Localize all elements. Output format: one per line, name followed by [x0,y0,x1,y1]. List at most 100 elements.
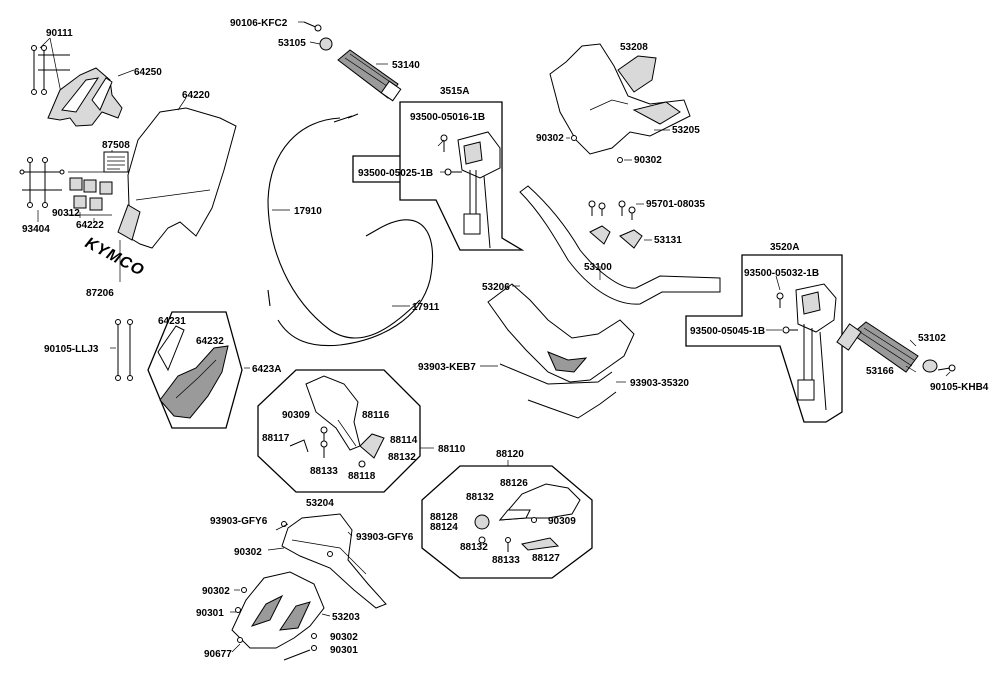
mirror-88126 [498,483,581,521]
label-90105-KHB4: 90105-KHB4 [930,382,989,393]
end-cap-53102 [922,359,938,373]
label-90105-LLJ3: 90105-LLJ3 [44,344,99,355]
label-90301-a: 90301 [196,608,224,619]
label-90302-e: 90302 [330,632,358,643]
bracket-64250 [47,67,123,127]
switch-housing-right [795,283,837,411]
label-90312: 90312 [52,208,80,219]
label-53203: 53203 [332,612,360,623]
label-95701-08035: 95701-08035 [646,199,705,210]
label-53205: 53205 [672,125,700,136]
bolts-95701 [588,200,636,220]
label-88116: 88116 [362,410,390,421]
label-64220: 64220 [182,90,210,101]
label-88132-c: 88132 [460,542,488,553]
grommets-64222 [68,171,113,216]
label-53206: 53206 [482,282,510,293]
handlebar-53100 [519,185,721,305]
label-88132-a: 88132 [388,452,416,463]
label-93500-05025-1B: 93500-05025-1B [358,168,433,179]
label-88128: 88128 [430,512,458,523]
label-3520A: 3520A [770,242,799,253]
label-53100: 53100 [584,262,612,273]
label-53105: 53105 [278,38,306,49]
label-93903-KEB7: 93903-KEB7 [418,362,476,373]
mirror-88116 [305,375,361,451]
label-90301-b: 90301 [330,645,358,656]
label-88127: 88127 [532,553,560,564]
label-90302-c: 90302 [234,547,262,558]
label-plate-87508 [103,151,129,173]
box-3515A [352,101,525,251]
label-53208: 53208 [620,42,648,53]
label-93500-05045-1B: 93500-05045-1B [690,326,765,337]
panel-53204 [281,513,387,609]
label-53102: 53102 [918,333,946,344]
label-93404: 93404 [22,224,50,235]
label-90302-b: 90302 [634,155,662,166]
label-64232: 64232 [196,336,224,347]
label-87206: 87206 [86,288,114,299]
screw-90106 [303,21,322,32]
bolts-93404 [19,157,65,208]
label-88126: 88126 [500,478,528,489]
grip-53166 [836,321,919,373]
label-6423A: 6423A [252,364,281,375]
mirror-parts-88110 [289,426,385,468]
cover-53208 [617,55,657,93]
throttle-cable-17911 [277,219,434,347]
screws-lower [235,587,317,661]
label-64250: 64250 [134,67,162,78]
label-64231: 64231 [158,316,186,327]
grip-53140 [337,49,402,102]
label-88118: 88118 [348,471,376,482]
label-90302-a: 90302 [536,133,564,144]
end-cap-53105 [319,37,333,51]
box-3520A [685,254,843,423]
label-93500-05016-1B: 93500-05016-1B [410,112,485,123]
label-93903-35320: 93903-35320 [630,378,689,389]
bolts-90105-LLJ3 [115,319,133,381]
label-90309-a: 90309 [282,410,310,421]
label-90302-d: 90302 [202,586,230,597]
label-17910: 17910 [294,206,322,217]
label-88120: 88120 [496,449,524,460]
label-53204: 53204 [306,498,334,509]
label-88133-a: 88133 [310,466,338,477]
band-93903-35320 [499,363,617,419]
label-88114: 88114 [390,435,418,446]
label-53131: 53131 [654,235,682,246]
label-90677: 90677 [204,649,232,660]
windshield-64220 [117,107,237,249]
label-88133-b: 88133 [492,555,520,566]
label-17911: 17911 [412,302,440,313]
label-88110: 88110 [438,444,466,455]
reflector-64231 [157,325,185,372]
mirror-parts-88120 [474,514,560,552]
switch-housing-left [457,131,501,249]
label-93500-05032-1B: 93500-05032-1B [744,268,819,279]
box-6423A [147,311,243,429]
label-88124: 88124 [430,522,458,533]
label-93903-GFY6-b: 93903-GFY6 [356,532,414,543]
panel-53203 [231,571,325,649]
leader-lines [37,21,951,653]
box-88120 [421,465,593,579]
bolt-set-90111 [31,37,70,99]
screws-3520A [776,292,798,334]
label-88117: 88117 [262,433,290,444]
label-88132-b: 88132 [466,492,494,503]
label-53140: 53140 [392,60,420,71]
screws-3515A [440,134,462,176]
label-64222: 64222 [76,220,104,231]
label-3515A: 3515A [440,86,469,97]
screw-90105-KHB4 [937,364,956,372]
cover-53205 [549,43,691,155]
throttle-cable-17910 [267,113,421,339]
label-53166: 53166 [866,366,894,377]
screws-90302-top [571,135,623,163]
label-90106-KFC2: 90106-KFC2 [230,18,288,29]
box-88110 [257,369,421,493]
label-87508: 87508 [102,140,130,151]
